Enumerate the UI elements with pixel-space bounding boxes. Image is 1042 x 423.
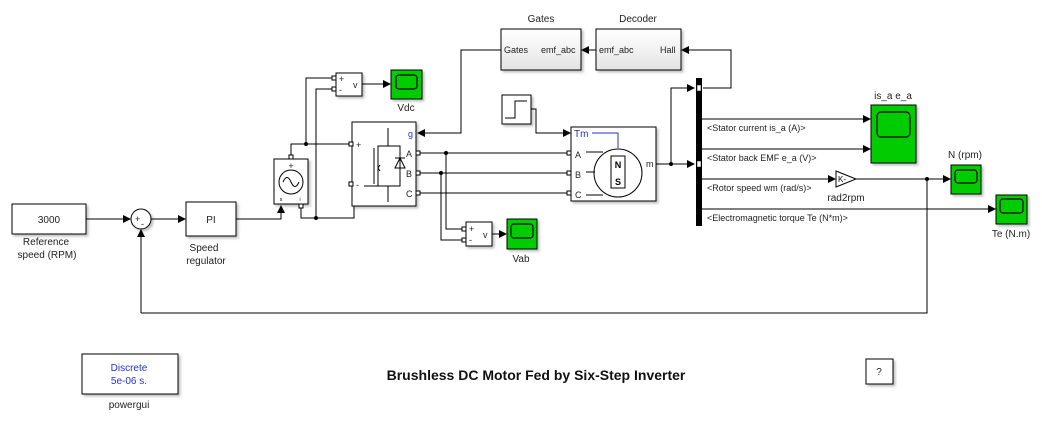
gates-block[interactable]: Gates emf_abc [500, 28, 582, 71]
sum-block[interactable]: + - [130, 208, 152, 230]
wire-feedback [141, 179, 928, 314]
vab-label: Vab [512, 254, 529, 265]
svg-text:A: A [406, 149, 412, 159]
wire-gates-inverter [417, 49, 501, 137]
svg-text:v: v [353, 80, 358, 90]
signal-back-emf: <Stator back EMF e_a (V)> [707, 153, 817, 163]
reference-speed-block[interactable]: 3000 [11, 203, 87, 235]
gain-label: rad2rpm [827, 193, 864, 204]
svg-text:s: s [280, 197, 283, 203]
svg-text:Hall: Hall [660, 45, 676, 55]
svg-text:-: - [141, 219, 144, 229]
voltage-measurement-ab[interactable]: + - v [461, 221, 493, 247]
svg-text:S: S [615, 177, 621, 187]
svg-text:3000: 3000 [38, 215, 61, 226]
igbt-icon [364, 128, 406, 202]
gates-title: Gates [528, 14, 555, 25]
svg-text:B: B [575, 170, 581, 180]
rad2rpm-gain[interactable]: K- [835, 170, 858, 188]
wire-step-tm [531, 108, 571, 137]
svg-text:+: + [135, 214, 140, 224]
svg-text:Gates: Gates [504, 45, 529, 55]
scope-te[interactable] [995, 194, 1028, 225]
diagram-title: Brushless DC Motor Fed by Six-Step Inver… [387, 367, 686, 383]
scope-isa-label: is_a e_a [874, 91, 912, 102]
svg-text:Tm: Tm [574, 129, 588, 140]
wire-hall-decoder [681, 46, 732, 89]
svg-text:emf_abc: emf_abc [541, 45, 576, 55]
svg-text:m: m [646, 159, 654, 169]
svg-text:5e-06 s.: 5e-06 s. [111, 376, 147, 387]
wire-motor-hall [670, 84, 695, 164]
reference-label-2: speed (RPM) [18, 250, 77, 261]
pi-label-1: Speed [190, 243, 219, 254]
svg-text:K-: K- [838, 175, 846, 184]
pi-block[interactable]: PI [185, 201, 237, 237]
wire-vab-minus [440, 173, 464, 241]
sine-icon [278, 169, 304, 195]
pi-label-2: regulator [186, 256, 226, 267]
svg-text:Discrete: Discrete [111, 363, 148, 374]
reference-label-1: Reference [23, 237, 70, 248]
wire-dc-plus [290, 143, 354, 155]
scope-te-label: Te (N.m) [992, 229, 1030, 240]
help-button[interactable]: ? [865, 358, 894, 385]
svg-text:+: + [339, 74, 344, 84]
svg-text:+: + [469, 224, 474, 234]
vdc-scope[interactable] [390, 69, 423, 100]
svg-text:N: N [615, 160, 622, 170]
svg-text:i: i [299, 197, 300, 203]
powergui-label: powergui [109, 400, 150, 411]
svg-text:-: - [356, 180, 359, 190]
decoder-block[interactable]: emf_abc Hall [595, 28, 682, 71]
motor-icon [593, 148, 643, 198]
dc-source-block[interactable]: + s i [273, 154, 309, 209]
signal-stator-current: <Stator current is_a (A)> [707, 123, 806, 133]
inverter-block[interactable]: + - g A B C [348, 121, 421, 207]
scope-n-label: N (rpm) [948, 150, 982, 161]
vdc-label: Vdc [397, 103, 414, 114]
bldc-motor-block[interactable]: Tm A B C m N S [566, 126, 657, 202]
svg-text:B: B [406, 169, 412, 179]
svg-text:-: - [469, 235, 472, 245]
wire-vdc-plus [305, 77, 334, 144]
wire-vdc-minus [315, 88, 334, 218]
svg-text:C: C [406, 189, 413, 199]
svg-text:A: A [575, 150, 581, 160]
svg-text:PI: PI [206, 215, 215, 226]
bus-selector[interactable] [696, 78, 702, 226]
svg-text:+: + [356, 140, 361, 150]
wire-dc-minus [300, 184, 355, 219]
signal-torque: <Electromagnetic torque Te (N*m)> [707, 213, 848, 223]
svg-text:v: v [483, 230, 488, 240]
step-block[interactable] [501, 94, 532, 125]
scope-isa-ea[interactable] [870, 104, 917, 164]
signal-rotor-speed: <Rotor speed wm (rad/s)> [707, 183, 812, 193]
wire-vab-plus [445, 153, 464, 230]
wire-pi-source [236, 205, 285, 220]
vab-scope[interactable] [506, 218, 538, 250]
svg-text:?: ? [876, 367, 882, 378]
decoder-title: Decoder [619, 14, 657, 25]
svg-text:-: - [339, 85, 342, 95]
step-icon [505, 100, 527, 119]
svg-text:C: C [575, 190, 582, 200]
scope-n-rpm[interactable] [950, 164, 982, 195]
svg-text:emf_abc: emf_abc [599, 45, 634, 55]
powergui-block[interactable]: Discrete 5e-06 s. [81, 353, 179, 395]
svg-text:+: + [288, 161, 293, 171]
svg-text:g: g [408, 129, 413, 139]
voltage-measurement-dc[interactable]: + - v [331, 72, 363, 97]
